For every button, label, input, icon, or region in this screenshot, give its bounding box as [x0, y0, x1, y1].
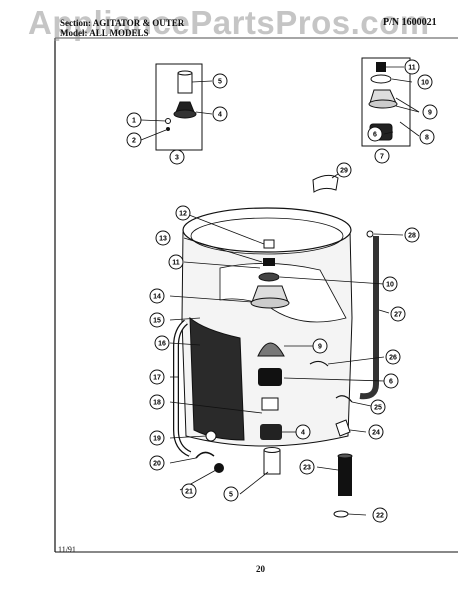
callout-label: 1 [132, 118, 136, 125]
part-10-washer [370, 74, 392, 84]
revision-date: 11/91 [58, 545, 76, 554]
callout-label: 6 [389, 379, 393, 386]
part-13-seal [263, 258, 275, 266]
callout-label: 21 [185, 489, 193, 496]
callout-label: 16 [158, 341, 166, 348]
callout-11: 11 [168, 254, 184, 270]
callout-22: 22 [372, 507, 388, 523]
callout-9: 9 [422, 104, 438, 120]
callout-5: 5 [212, 73, 228, 89]
callout-label: 4 [301, 430, 305, 437]
part-25-clamp [335, 395, 353, 403]
callout-label: 18 [153, 400, 161, 407]
part-4-cap-main [260, 424, 282, 440]
callout-label: 29 [340, 168, 348, 175]
part-10-washer-main [258, 272, 280, 282]
callout-28: 28 [404, 227, 420, 243]
callout-20: 20 [149, 455, 165, 471]
leader-lines [140, 66, 420, 516]
callout-4: 4 [295, 424, 311, 440]
model-title: Model: ALL MODELS [60, 28, 149, 38]
callout-label: 12 [179, 211, 187, 218]
callout-13: 13 [155, 230, 171, 246]
callout-5: 5 [223, 486, 239, 502]
part-11-seal [376, 62, 386, 72]
callout-29: 29 [336, 162, 352, 178]
callout-4: 4 [212, 106, 228, 122]
callout-18: 18 [149, 394, 165, 410]
callout-23: 23 [299, 459, 315, 475]
callout-label: 26 [389, 355, 397, 362]
callout-label: 20 [153, 461, 161, 468]
inset-box-right [361, 57, 411, 147]
part-24-fitting [335, 419, 351, 437]
callout-7: 7 [374, 148, 390, 164]
callout-label: 7 [380, 154, 384, 161]
part-6-coupling-main [258, 368, 282, 386]
tub-rim [182, 207, 352, 253]
callout-label: 9 [318, 344, 322, 351]
callout-24: 24 [368, 424, 384, 440]
callout-25: 25 [370, 399, 386, 415]
section-title: Section: AGITATOR & OUTER [60, 18, 185, 28]
callout-10: 10 [417, 74, 433, 90]
part-number: P/N 1600021 [383, 17, 437, 28]
part-2-nut [166, 127, 170, 131]
callout-11: 11 [404, 59, 420, 75]
watermark-text: AppliancePartsPros.com [28, 4, 430, 41]
callout-label: 4 [218, 112, 222, 119]
callout-14: 14 [149, 288, 165, 304]
callout-9: 9 [312, 338, 328, 354]
callout-label: 17 [153, 375, 161, 382]
callout-label: 9 [428, 110, 432, 117]
part-29-clip [312, 174, 339, 193]
callout-label: 23 [303, 465, 311, 472]
part-21-plug [214, 463, 224, 473]
callout-label: 5 [218, 79, 222, 86]
callout-26: 26 [385, 349, 401, 365]
callout-27: 27 [390, 306, 406, 322]
callout-label: 19 [153, 436, 161, 443]
callout-label: 10 [386, 282, 394, 289]
callout-21: 21 [181, 483, 197, 499]
callout-label: 13 [159, 236, 167, 243]
callout-6: 6 [367, 126, 383, 142]
callout-6: 6 [383, 373, 399, 389]
callout-19: 19 [149, 430, 165, 446]
callout-label: 14 [153, 294, 161, 301]
callout-label: 10 [421, 80, 429, 87]
callout-1: 1 [126, 112, 142, 128]
callout-label: 24 [372, 430, 380, 437]
callout-label: 3 [175, 155, 179, 162]
callout-label: 27 [394, 312, 402, 319]
callout-2: 2 [126, 132, 142, 148]
callout-12: 12 [175, 205, 191, 221]
page-number: 20 [256, 564, 265, 574]
part-26-clip [309, 360, 329, 367]
callout-label: 28 [408, 233, 416, 240]
callout-10: 10 [382, 276, 398, 292]
callout-16: 16 [154, 335, 170, 351]
callout-8: 8 [419, 129, 435, 145]
callout-3: 3 [169, 149, 185, 165]
callout-label: 25 [374, 405, 382, 412]
callout-label: 11 [172, 260, 180, 267]
part-20-clamp [195, 451, 215, 459]
callout-label: 8 [425, 135, 429, 142]
callout-15: 15 [149, 312, 165, 328]
part-23-pipe [338, 456, 352, 496]
callout-label: 5 [229, 492, 233, 499]
callout-17: 17 [149, 369, 165, 385]
callout-label: 6 [373, 132, 377, 139]
part-28-cap [366, 230, 374, 238]
callout-label: 22 [376, 513, 384, 520]
part-9-cam-main [257, 342, 285, 357]
callout-label: 2 [132, 138, 136, 145]
callout-label: 11 [408, 65, 416, 72]
callout-label: 15 [153, 318, 161, 325]
